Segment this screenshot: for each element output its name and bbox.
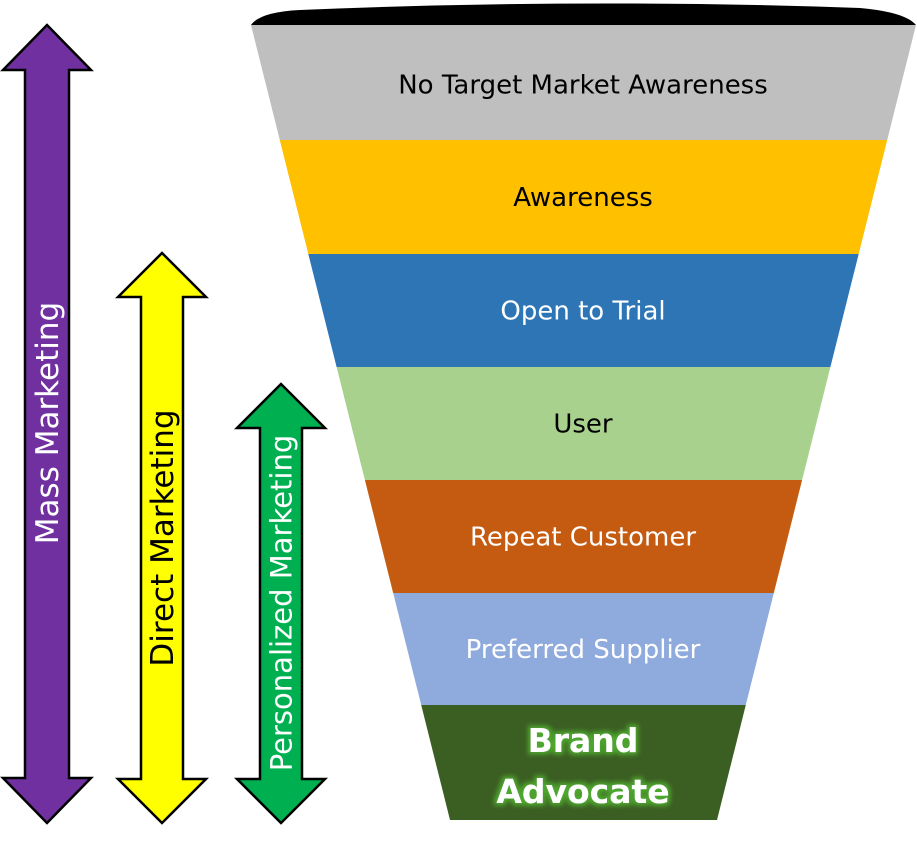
funnel-band bbox=[251, 25, 916, 140]
arrow-personalized-marketing: Personalized Marketing bbox=[233, 382, 329, 825]
funnel-band bbox=[336, 367, 831, 480]
funnel-stage-label: Awareness bbox=[513, 183, 653, 213]
double-arrow-shape bbox=[0, 23, 94, 825]
funnel-stage-label: Open to Trial bbox=[500, 297, 665, 327]
funnel: No Target Market AwarenessAwarenessOpen … bbox=[251, 3, 916, 820]
funnel-stage-awareness: Awareness bbox=[279, 140, 888, 254]
funnel-stage-label: User bbox=[553, 410, 613, 440]
funnel-band bbox=[364, 480, 803, 593]
marketing-arrows: Mass Marketing Direct Marketing Personaliz… bbox=[0, 23, 329, 825]
funnel-stage-preferred-supplier: Preferred Supplier bbox=[393, 593, 774, 705]
funnel-top-cap bbox=[251, 3, 916, 26]
funnel-stage-label: Repeat Customer bbox=[470, 523, 696, 553]
funnel-band bbox=[421, 705, 746, 820]
double-arrow-shape bbox=[114, 251, 210, 825]
funnel-stage-label: No Target Market Awareness bbox=[398, 71, 768, 101]
funnel-stage-no-target-market-awareness: No Target Market Awareness bbox=[251, 25, 916, 140]
funnel-stage-open-to-trial: Open to Trial bbox=[308, 254, 859, 367]
funnel-band bbox=[308, 254, 859, 367]
arrow-label: Mass Marketing bbox=[30, 302, 66, 544]
arrow-mass-marketing: Mass Marketing bbox=[0, 23, 94, 825]
funnel-stage-label: Preferred Supplier bbox=[466, 635, 701, 665]
double-arrow-shape bbox=[233, 382, 329, 825]
funnel-band bbox=[279, 140, 888, 254]
arrow-direct-marketing: Direct Marketing bbox=[114, 251, 210, 825]
funnel-band bbox=[393, 593, 774, 705]
funnel-stage-user: User bbox=[336, 367, 831, 480]
arrow-label: Direct Marketing bbox=[145, 409, 181, 666]
arrow-label: Personalized Marketing bbox=[264, 435, 298, 772]
label-line: Advocate bbox=[496, 772, 669, 811]
funnel-stage-repeat-customer: Repeat Customer bbox=[364, 480, 803, 593]
label-line: Brand bbox=[528, 721, 639, 760]
